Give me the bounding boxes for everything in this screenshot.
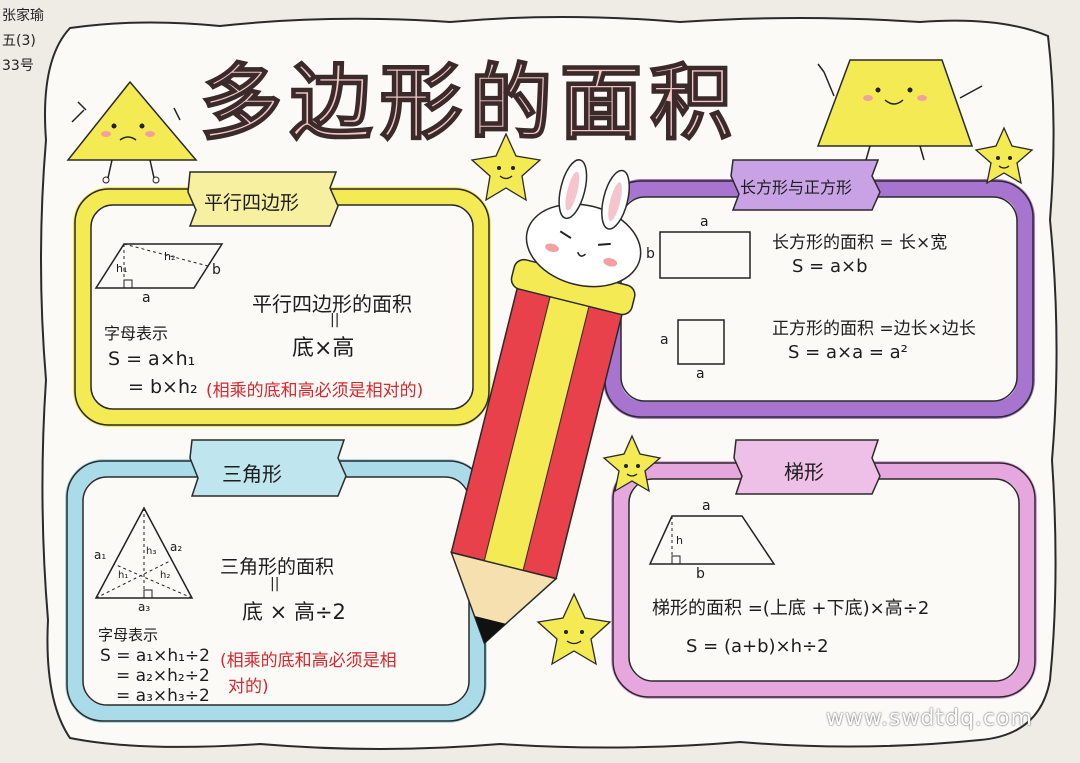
tri-label-a1: a₁ [94, 548, 107, 562]
author-name: 张家瑜 [2, 8, 44, 24]
para-label-h2: h₂ [164, 250, 176, 263]
triangle-mascot [66, 80, 198, 184]
parallelogram-figure [94, 243, 224, 289]
bunny-pencil [450, 159, 642, 645]
rect-eq: S = a×b [792, 256, 868, 277]
page-title: 多边形的面积 [199, 55, 741, 152]
trap-label-a: a [702, 498, 711, 514]
star-middle-right [602, 434, 662, 493]
para-label-a: a [142, 290, 151, 306]
tri-label-a2: a₂ [170, 540, 183, 554]
parallelogram-tag [187, 171, 339, 227]
tri-eq1: S = a₁×h₁÷2 [100, 646, 210, 666]
trapezoid-label: 梯形 [784, 460, 824, 484]
para-eq2: = b×h₂ [128, 376, 198, 398]
trapezoid-mascot [816, 59, 983, 161]
para-letter-title: 字母表示 [104, 324, 169, 343]
para-note: (相乘的底和高必须是相对的) [206, 381, 424, 401]
tri-eq2: = a₂×h₂÷2 [116, 666, 210, 686]
tri-equals: || [270, 576, 280, 592]
triangle-figure [94, 506, 194, 599]
rectangle-figure [659, 231, 751, 279]
star-top-center [470, 132, 542, 202]
trap-eq: S = (a+b)×h÷2 [686, 636, 829, 657]
square-figure [677, 319, 725, 365]
square-formula: 正方形的面积 =边长×边长 [772, 319, 976, 339]
para-formula-words: 底×高 [292, 336, 355, 361]
square-label-bottom: a [696, 366, 705, 382]
watermark: www.swdtdq.com [826, 706, 1033, 731]
author-class: 五(3) [2, 33, 36, 49]
para-eq1: S = a×h₁ [108, 348, 196, 370]
rect-label-b: b [646, 246, 655, 262]
tri-label-h1: h₁ [118, 570, 129, 581]
trap-label-b: b [696, 566, 705, 582]
star-bottom-center [536, 592, 612, 666]
tri-formula-words: 底 × 高÷2 [242, 600, 346, 624]
para-label-b: b [212, 262, 221, 278]
square-eq: S = a×a = a² [788, 342, 908, 363]
rect-formula: 长方形的面积 = 长×宽 [772, 233, 948, 253]
para-formula-title: 平行四边形的面积 [252, 292, 412, 316]
tri-label-a3: a₃ [138, 600, 151, 614]
author-info: 张家瑜 五(3) 33号 [2, 4, 44, 79]
trap-label-h: h [676, 534, 683, 547]
author-number: 33号 [2, 58, 34, 74]
para-label-h1: h₁ [116, 262, 128, 275]
tri-formula-title: 三角形的面积 [220, 556, 335, 578]
square-label-left: a [660, 332, 669, 348]
rectangle-tag [730, 159, 881, 211]
star-top-right [974, 126, 1034, 185]
tri-note-line2: 对的) [228, 677, 269, 697]
tri-note-line1: (相乘的底和高必须是相 [220, 651, 397, 671]
triangle-label: 三角形 [222, 462, 282, 486]
parallelogram-label: 平行四边形 [204, 192, 300, 214]
trap-formula: 梯形的面积 =(上底 +下底)×高÷2 [652, 598, 930, 619]
rect-label-a: a [700, 214, 709, 230]
trapezoid-tag [733, 439, 881, 495]
tri-label-h2: h₂ [160, 570, 171, 581]
rectangle-label: 长方形与正方形 [740, 178, 853, 197]
tri-eq3: = a₃×h₃÷2 [116, 686, 210, 706]
tri-letter-title: 字母表示 [98, 626, 159, 644]
trapezoid-figure [648, 515, 776, 565]
triangle-tag [189, 439, 347, 497]
tri-label-h3: h₃ [146, 546, 157, 557]
para-equals: || [330, 312, 340, 328]
